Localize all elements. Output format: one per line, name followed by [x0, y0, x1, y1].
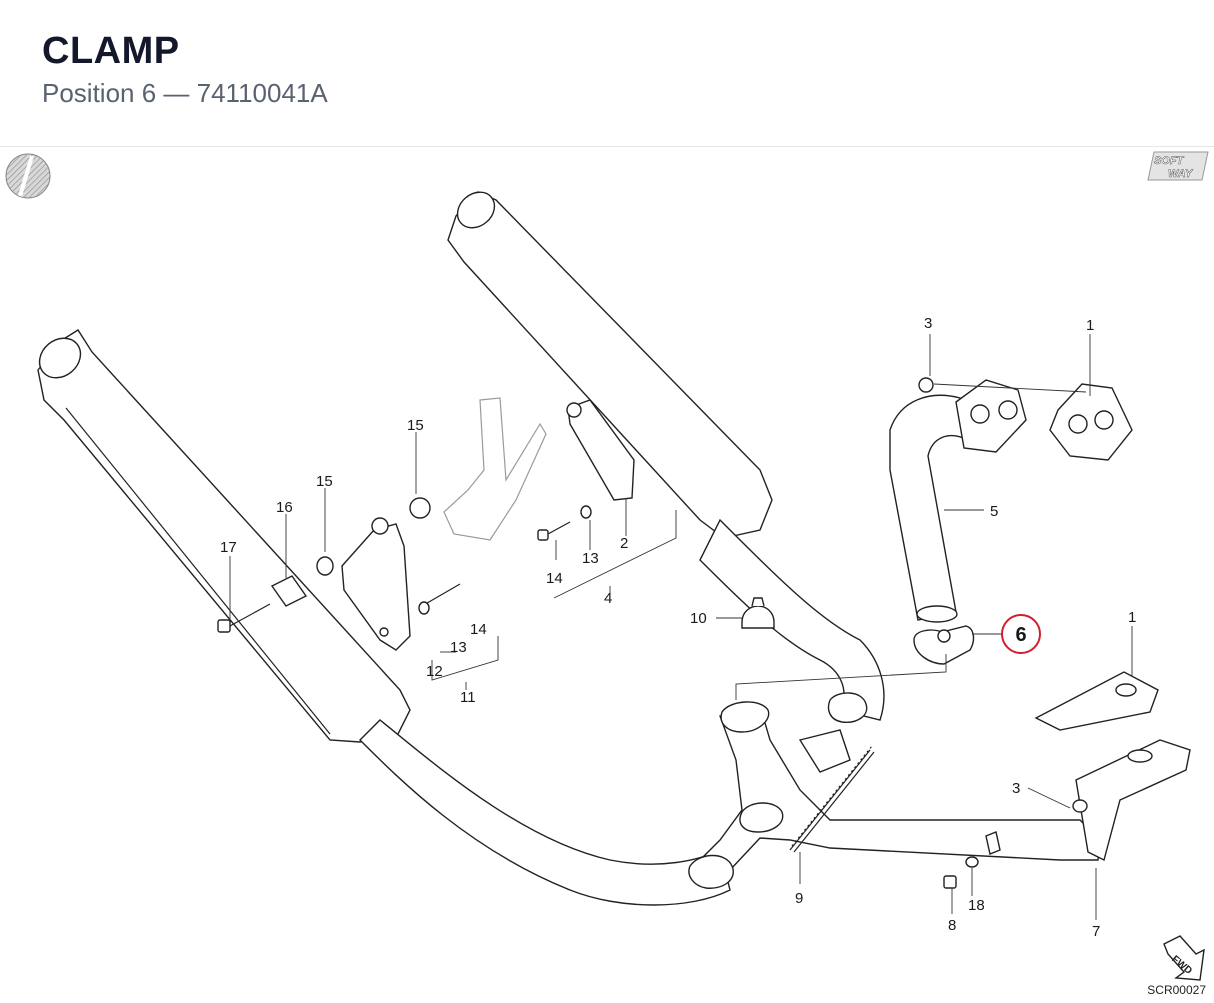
ghost-bracket — [443, 397, 547, 541]
callout-9: 9 — [795, 890, 803, 907]
callout-15-left: 15 — [316, 473, 333, 490]
callout-12: 12 — [426, 663, 443, 680]
clamp-part — [913, 625, 975, 665]
right-bracket — [566, 399, 635, 501]
callout-13-right: 13 — [582, 550, 599, 567]
spring — [789, 745, 875, 853]
collector-pipe — [688, 692, 1101, 889]
callout-16: 16 — [276, 499, 293, 516]
left-bracket — [341, 517, 411, 651]
callout-2: 2 — [620, 535, 628, 552]
exploded-parts-diagram: SOFT WAY — [5, 151, 1209, 981]
right-muffler — [447, 191, 885, 721]
callout-18: 18 — [968, 897, 985, 914]
softway-logo: SOFT WAY — [1147, 151, 1209, 181]
page-header: CLAMP Position 6 — 74110041A — [0, 0, 1214, 147]
callout-15-right: 15 — [407, 417, 424, 434]
callout-10: 10 — [690, 610, 707, 627]
callout-3-lower: 3 — [1012, 780, 1020, 797]
gasket-upper — [1049, 383, 1133, 461]
callout-7: 7 — [1092, 923, 1100, 940]
leader-lines — [229, 334, 1133, 920]
callout-6: 6 — [1015, 624, 1026, 646]
softway-logo-text-bottom: WAY — [1168, 168, 1194, 180]
callout-3-upper: 3 — [924, 315, 932, 332]
gasket-lower — [1034, 671, 1159, 731]
drawing-code: SCR00027 — [1147, 983, 1206, 997]
rear-header-pipe — [1075, 739, 1191, 862]
page-subtitle: Position 6 — 74110041A — [42, 78, 328, 108]
callout-14-right: 14 — [546, 570, 563, 587]
callout-5: 5 — [990, 503, 998, 520]
callout-11: 11 — [460, 689, 476, 706]
callout-13-left: 13 — [450, 639, 467, 656]
fwd-arrow-icon: FWD — [1163, 935, 1205, 981]
callout-8: 8 — [948, 917, 956, 934]
callout-4: 4 — [604, 590, 612, 607]
highlighted-callout-6[interactable]: 6 — [1001, 614, 1041, 654]
front-header-pipe — [889, 379, 1027, 623]
diagram-emblem-icon — [5, 153, 51, 199]
callout-1-upper: 1 — [1086, 317, 1094, 334]
softway-logo-text-top: SOFT — [1154, 155, 1185, 167]
left-muffler — [37, 329, 731, 906]
fasteners — [217, 377, 1088, 889]
callout-labels: 1 3 5 1 3 7 9 8 18 10 17 16 15 15 14 13 … — [220, 315, 1136, 940]
page-title: CLAMP — [42, 30, 180, 72]
callout-14-left: 14 — [470, 621, 487, 638]
rubber-mount — [741, 597, 775, 629]
callout-1-lower: 1 — [1128, 609, 1136, 626]
callout-17: 17 — [220, 539, 237, 556]
